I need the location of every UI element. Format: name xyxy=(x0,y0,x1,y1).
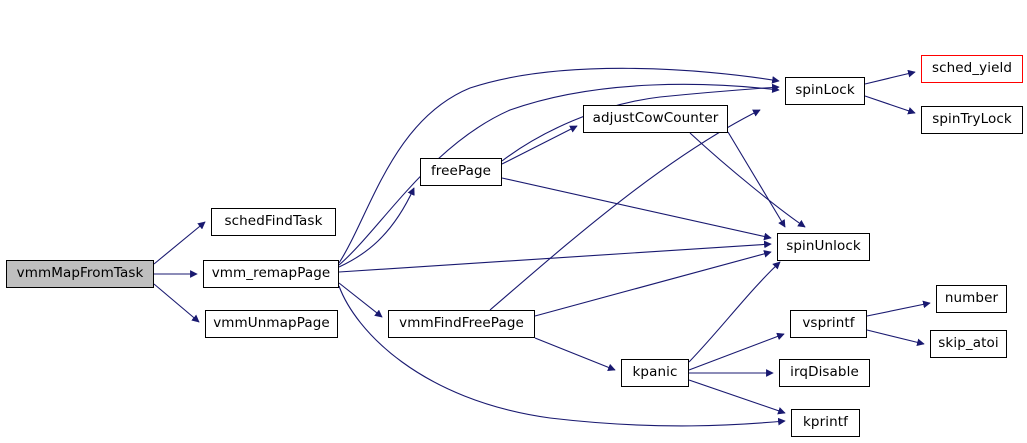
node-number[interactable]: number xyxy=(936,285,1007,313)
node-label: freePage xyxy=(430,163,492,180)
node-label: vmmMapFromTask xyxy=(16,265,144,282)
edge-vmmFindFreePage-to-spinLock xyxy=(489,109,761,311)
edge-vmmFindFreePage-to-spinUnlock xyxy=(534,250,772,317)
node-vmmUnmapPage[interactable]: vmmUnmapPage xyxy=(205,310,338,338)
node-sched_yield[interactable]: sched_yield xyxy=(921,55,1023,83)
edge-vsprintf-to-skip_atoi xyxy=(866,329,925,347)
node-kprintf[interactable]: kprintf xyxy=(791,409,860,437)
edge-adjustCowCounter-to-spinUnlock xyxy=(727,131,786,228)
node-kpanic[interactable]: kpanic xyxy=(621,359,689,387)
edge-kpanic-to-spinUnlock xyxy=(688,261,781,363)
node-spinLock[interactable]: spinLock xyxy=(785,77,865,105)
node-label: adjustCowCounter xyxy=(592,110,719,127)
edge-freePage-to-adjustCowCounter xyxy=(501,125,578,165)
edge-vmm_remapPage-to-kprintf xyxy=(338,285,786,427)
edge-vmm_remapPage-to-spinUnlock xyxy=(338,240,772,273)
edge-vmmMapFromTask-to-vmmUnmapPage xyxy=(153,283,200,323)
node-label: sched_yield xyxy=(931,60,1013,77)
node-label: number xyxy=(944,290,999,307)
edge-vmmFindFreePage-to-kpanic xyxy=(534,337,616,372)
edge-vmm_remapPage-to-freePage xyxy=(338,187,415,268)
edge-kpanic-to-vsprintf xyxy=(688,332,785,371)
node-spinUnlock[interactable]: spinUnlock xyxy=(777,233,870,261)
node-vsprintf[interactable]: vsprintf xyxy=(790,310,867,338)
edge-spinLock-to-spinTryLock xyxy=(864,95,916,115)
node-label: spinUnlock xyxy=(786,238,861,255)
edge-vmm_remapPage-to-vmmFindFreePage xyxy=(338,282,383,318)
node-label: skip_atoi xyxy=(938,335,999,352)
node-label: schedFindTask xyxy=(224,213,323,230)
node-label: vmmUnmapPage xyxy=(213,315,330,332)
node-label: kpanic xyxy=(632,364,678,381)
node-skip_atoi[interactable]: skip_atoi xyxy=(930,330,1007,358)
node-label: spinLock xyxy=(795,82,855,99)
node-vmmMapFromTask[interactable]: vmmMapFromTask xyxy=(6,260,154,288)
node-spinTryLock[interactable]: spinTryLock xyxy=(921,106,1023,134)
edge-kpanic-to-kprintf xyxy=(688,379,786,415)
node-label: vmm_remapPage xyxy=(211,265,331,282)
edge-adjustCowCounter-to-spinLock xyxy=(689,132,806,228)
node-freePage[interactable]: freePage xyxy=(420,158,502,186)
node-schedFindTask[interactable]: schedFindTask xyxy=(211,208,336,236)
edge-freePage-to-spinUnlock xyxy=(501,177,772,241)
edge-vsprintf-to-number xyxy=(866,300,931,317)
node-vmmFindFreePage[interactable]: vmmFindFreePage xyxy=(388,310,535,338)
node-adjustCowCounter[interactable]: adjustCowCounter xyxy=(583,105,728,133)
node-label: vmmFindFreePage xyxy=(399,315,524,332)
edge-vmmMapFromTask-to-schedFindTask xyxy=(153,221,206,265)
edge-vmm_remapPage-to-spinLock xyxy=(338,67,780,264)
node-label: spinTryLock xyxy=(932,111,1012,128)
node-label: vsprintf xyxy=(802,315,855,332)
node-label: kprintf xyxy=(803,414,848,431)
node-label: irqDisable xyxy=(790,364,859,381)
node-vmm_remapPage[interactable]: vmm_remapPage xyxy=(203,260,339,288)
node-irqDisable[interactable]: irqDisable xyxy=(779,359,870,387)
edge-spinLock-to-sched_yield xyxy=(864,69,916,85)
